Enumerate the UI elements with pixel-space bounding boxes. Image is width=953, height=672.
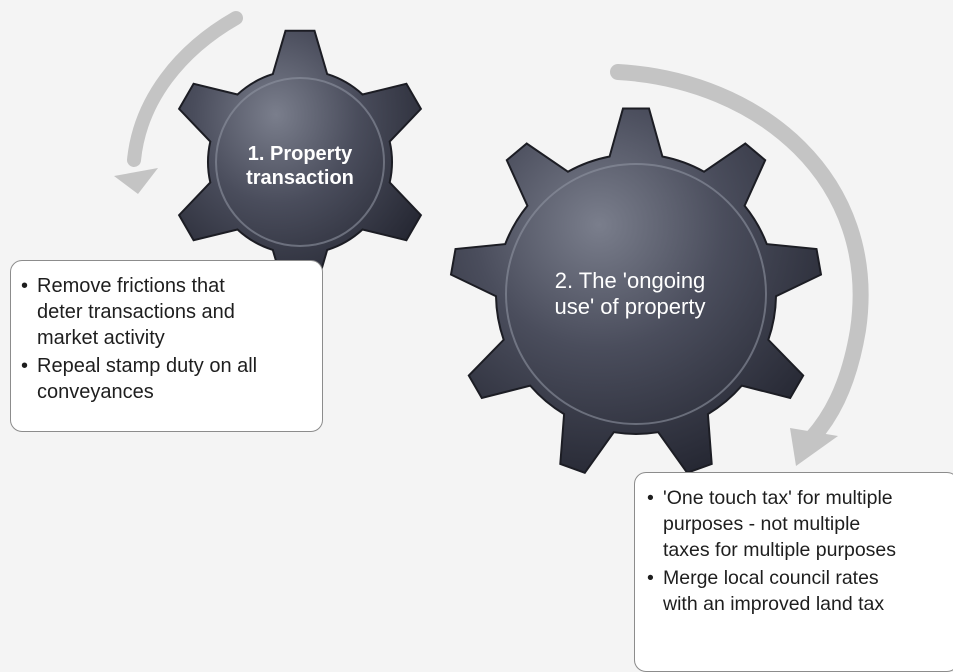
list-item: • Repeal stamp duty on all conveyances — [21, 353, 314, 405]
list-item: • Remove frictions that deter transactio… — [21, 273, 314, 351]
list-item-line: market activity — [37, 327, 165, 349]
gear-2-label-line: 2. The 'ongoing — [554, 268, 706, 293]
cycle-arrow-right — [610, 64, 869, 466]
bullet: • — [21, 275, 29, 297]
bullet: • — [21, 355, 29, 377]
list-item-line: conveyances — [37, 381, 154, 403]
list-item: • Merge local council rates with an impr… — [647, 565, 952, 617]
gear-2-label-line: use' of property — [554, 294, 706, 320]
gear-1-label-line: transaction — [246, 167, 354, 189]
list-item: • 'One touch tax' for multiple purposes … — [647, 485, 952, 563]
list-item-line: Remove frictions that — [37, 275, 225, 297]
list-item-line: 'One touch tax' for multiple — [663, 487, 893, 509]
bullet: • — [647, 487, 654, 509]
list-item-line: Merge local council rates — [663, 567, 879, 589]
gear-1-label-line: 1. Property — [247, 143, 353, 165]
ongoing-use-notes-box: • 'One touch tax' for multiple purposes … — [634, 472, 953, 672]
cycle-arrow-left — [114, 11, 243, 194]
gear-1-label: 1. Property transaction — [200, 142, 400, 190]
transaction-notes-box: • Remove frictions that deter transactio… — [10, 260, 323, 432]
list-item-line: with an improved land tax — [663, 593, 885, 615]
list-item-line: deter transactions and — [37, 301, 235, 323]
list-item-line: Repeal stamp duty on all — [37, 355, 258, 377]
list-item-line: taxes for multiple purposes — [663, 539, 897, 561]
bullet: • — [647, 567, 654, 589]
gear-2-label: 2. The 'ongoing use' of property — [530, 268, 730, 321]
list-item-line: purposes - not multiple — [663, 513, 861, 535]
gear-ongoing-use — [449, 107, 823, 474]
gear-property-transaction — [177, 29, 423, 295]
